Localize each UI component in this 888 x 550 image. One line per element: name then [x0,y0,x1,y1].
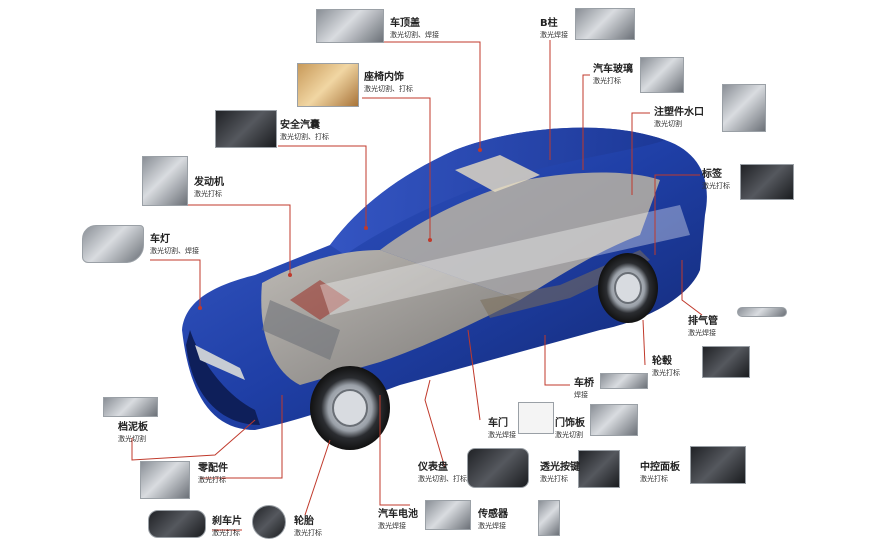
tire-thumb [252,505,286,539]
part-name: 座椅内饰 [364,72,404,83]
doortrim-thumb [590,404,638,436]
part-name: B柱 [540,18,558,29]
front-wheel [310,366,390,450]
label-tag: 标签 激光打标 [702,169,730,190]
label-bpillar: B柱 激光焊接 [540,18,568,39]
bpillar-thumb [575,8,635,40]
part-name: 车门 [488,418,508,429]
label-axle: 车桥 焊接 [574,378,594,399]
part-process: 激光打标 [540,474,568,483]
part-name: 汽车玻璃 [593,64,633,75]
part-name: 汽车电池 [378,509,418,520]
watermark [320,205,690,315]
label-tire: 轮胎 激光打标 [294,516,322,537]
part-process: 激光打标 [652,368,680,377]
label-button: 透光按键 激光打标 [540,462,580,483]
part-process: 激光焊接 [378,521,406,530]
seat-thumb [297,63,359,107]
headlight-thumb [82,225,144,263]
part-process: 激光焊接 [488,430,516,439]
label-hub: 轮毂 激光打标 [652,356,680,377]
door-thumb [518,402,554,434]
dashboard-thumb [467,448,529,488]
part-name: 车桥 [574,378,594,389]
console-thumb [690,446,746,484]
part-name: 注塑件水口 [654,107,704,118]
part-process: 激光打标 [702,181,730,190]
label-parts: 零配件 激光打标 [198,463,228,484]
label-exhaust: 排气管 激光焊接 [688,316,718,337]
label-brakepad: 刹车片 激光打标 [212,516,242,537]
fender-thumb [103,397,158,417]
part-process: 激光焊接 [478,521,506,530]
part-name: 零配件 [198,463,228,474]
part-name: 中控面板 [640,462,680,473]
part-process: 激光切割、打标 [280,132,329,141]
part-process: 激光打标 [194,189,222,198]
part-process: 激光打标 [212,528,240,537]
part-name: 排气管 [688,316,718,327]
part-process: 激光切割、打标 [364,84,413,93]
part-name: 门饰板 [555,418,585,429]
part-process: 激光打标 [198,475,226,484]
part-process: 激光切割 [555,430,583,439]
part-process: 激光切割、打标 [418,474,467,483]
label-battery: 汽车电池 激光焊接 [378,509,418,530]
part-name: 发动机 [194,177,224,188]
label-nozzle: 注塑件水口 激光切割 [654,107,704,128]
hub-thumb [702,346,750,378]
accent-dots [198,148,482,310]
part-process: 激光切割 [118,434,146,443]
label-airbag: 安全汽囊 激光切割、打标 [280,120,329,141]
label-sensor: 传感器 激光焊接 [478,509,508,530]
part-name: 标签 [702,169,722,180]
airbag-thumb [215,110,277,148]
part-name: 车顶盖 [390,18,420,29]
part-name: 刹车片 [212,516,242,527]
label-headlight: 车灯 激光切割、焊接 [150,234,199,255]
sensor-thumb [538,500,560,536]
part-process: 激光焊接 [540,30,568,39]
button-thumb [578,450,620,488]
rear-wheel [598,253,658,323]
label-dashboard: 仪表盘 激光切割、打标 [418,462,467,483]
roof-thumb [316,9,384,43]
label-door: 车门 激光焊接 [488,418,516,439]
part-process: 激光打标 [593,76,621,85]
label-console: 中控面板 激光打标 [640,462,680,483]
battery-thumb [425,500,471,530]
part-name: 透光按键 [540,462,580,473]
part-process: 激光打标 [294,528,322,537]
part-name: 轮胎 [294,516,314,527]
label-doortrim: 门饰板 激光切割 [555,418,585,439]
part-process: 激光切割、焊接 [390,30,439,39]
glass-thumb [640,57,684,93]
part-name: 传感器 [478,509,508,520]
label-fender: 档泥板 激光切割 [118,422,148,443]
axle-thumb [600,373,648,389]
part-name: 车灯 [150,234,170,245]
part-process: 焊接 [574,390,588,399]
part-process: 激光切割 [654,119,682,128]
part-process: 激光切割、焊接 [150,246,199,255]
label-roof: 车顶盖 激光切割、焊接 [390,18,439,39]
brakepad-thumb [148,510,206,538]
parts-thumb [140,461,190,499]
label-glass: 汽车玻璃 激光打标 [593,64,633,85]
engine-thumb [142,156,188,206]
nozzle-thumb [722,84,766,132]
exhaust-thumb [737,307,787,317]
part-name: 仪表盘 [418,462,448,473]
label-engine: 发动机 激光打标 [194,177,224,198]
part-name: 安全汽囊 [280,120,320,131]
leader-lines [131,40,703,531]
tag-thumb [740,164,794,200]
part-name: 轮毂 [652,356,672,367]
part-name: 档泥板 [118,422,148,433]
part-process: 激光焊接 [688,328,716,337]
label-seat: 座椅内饰 激光切割、打标 [364,72,413,93]
part-process: 激光打标 [640,474,668,483]
